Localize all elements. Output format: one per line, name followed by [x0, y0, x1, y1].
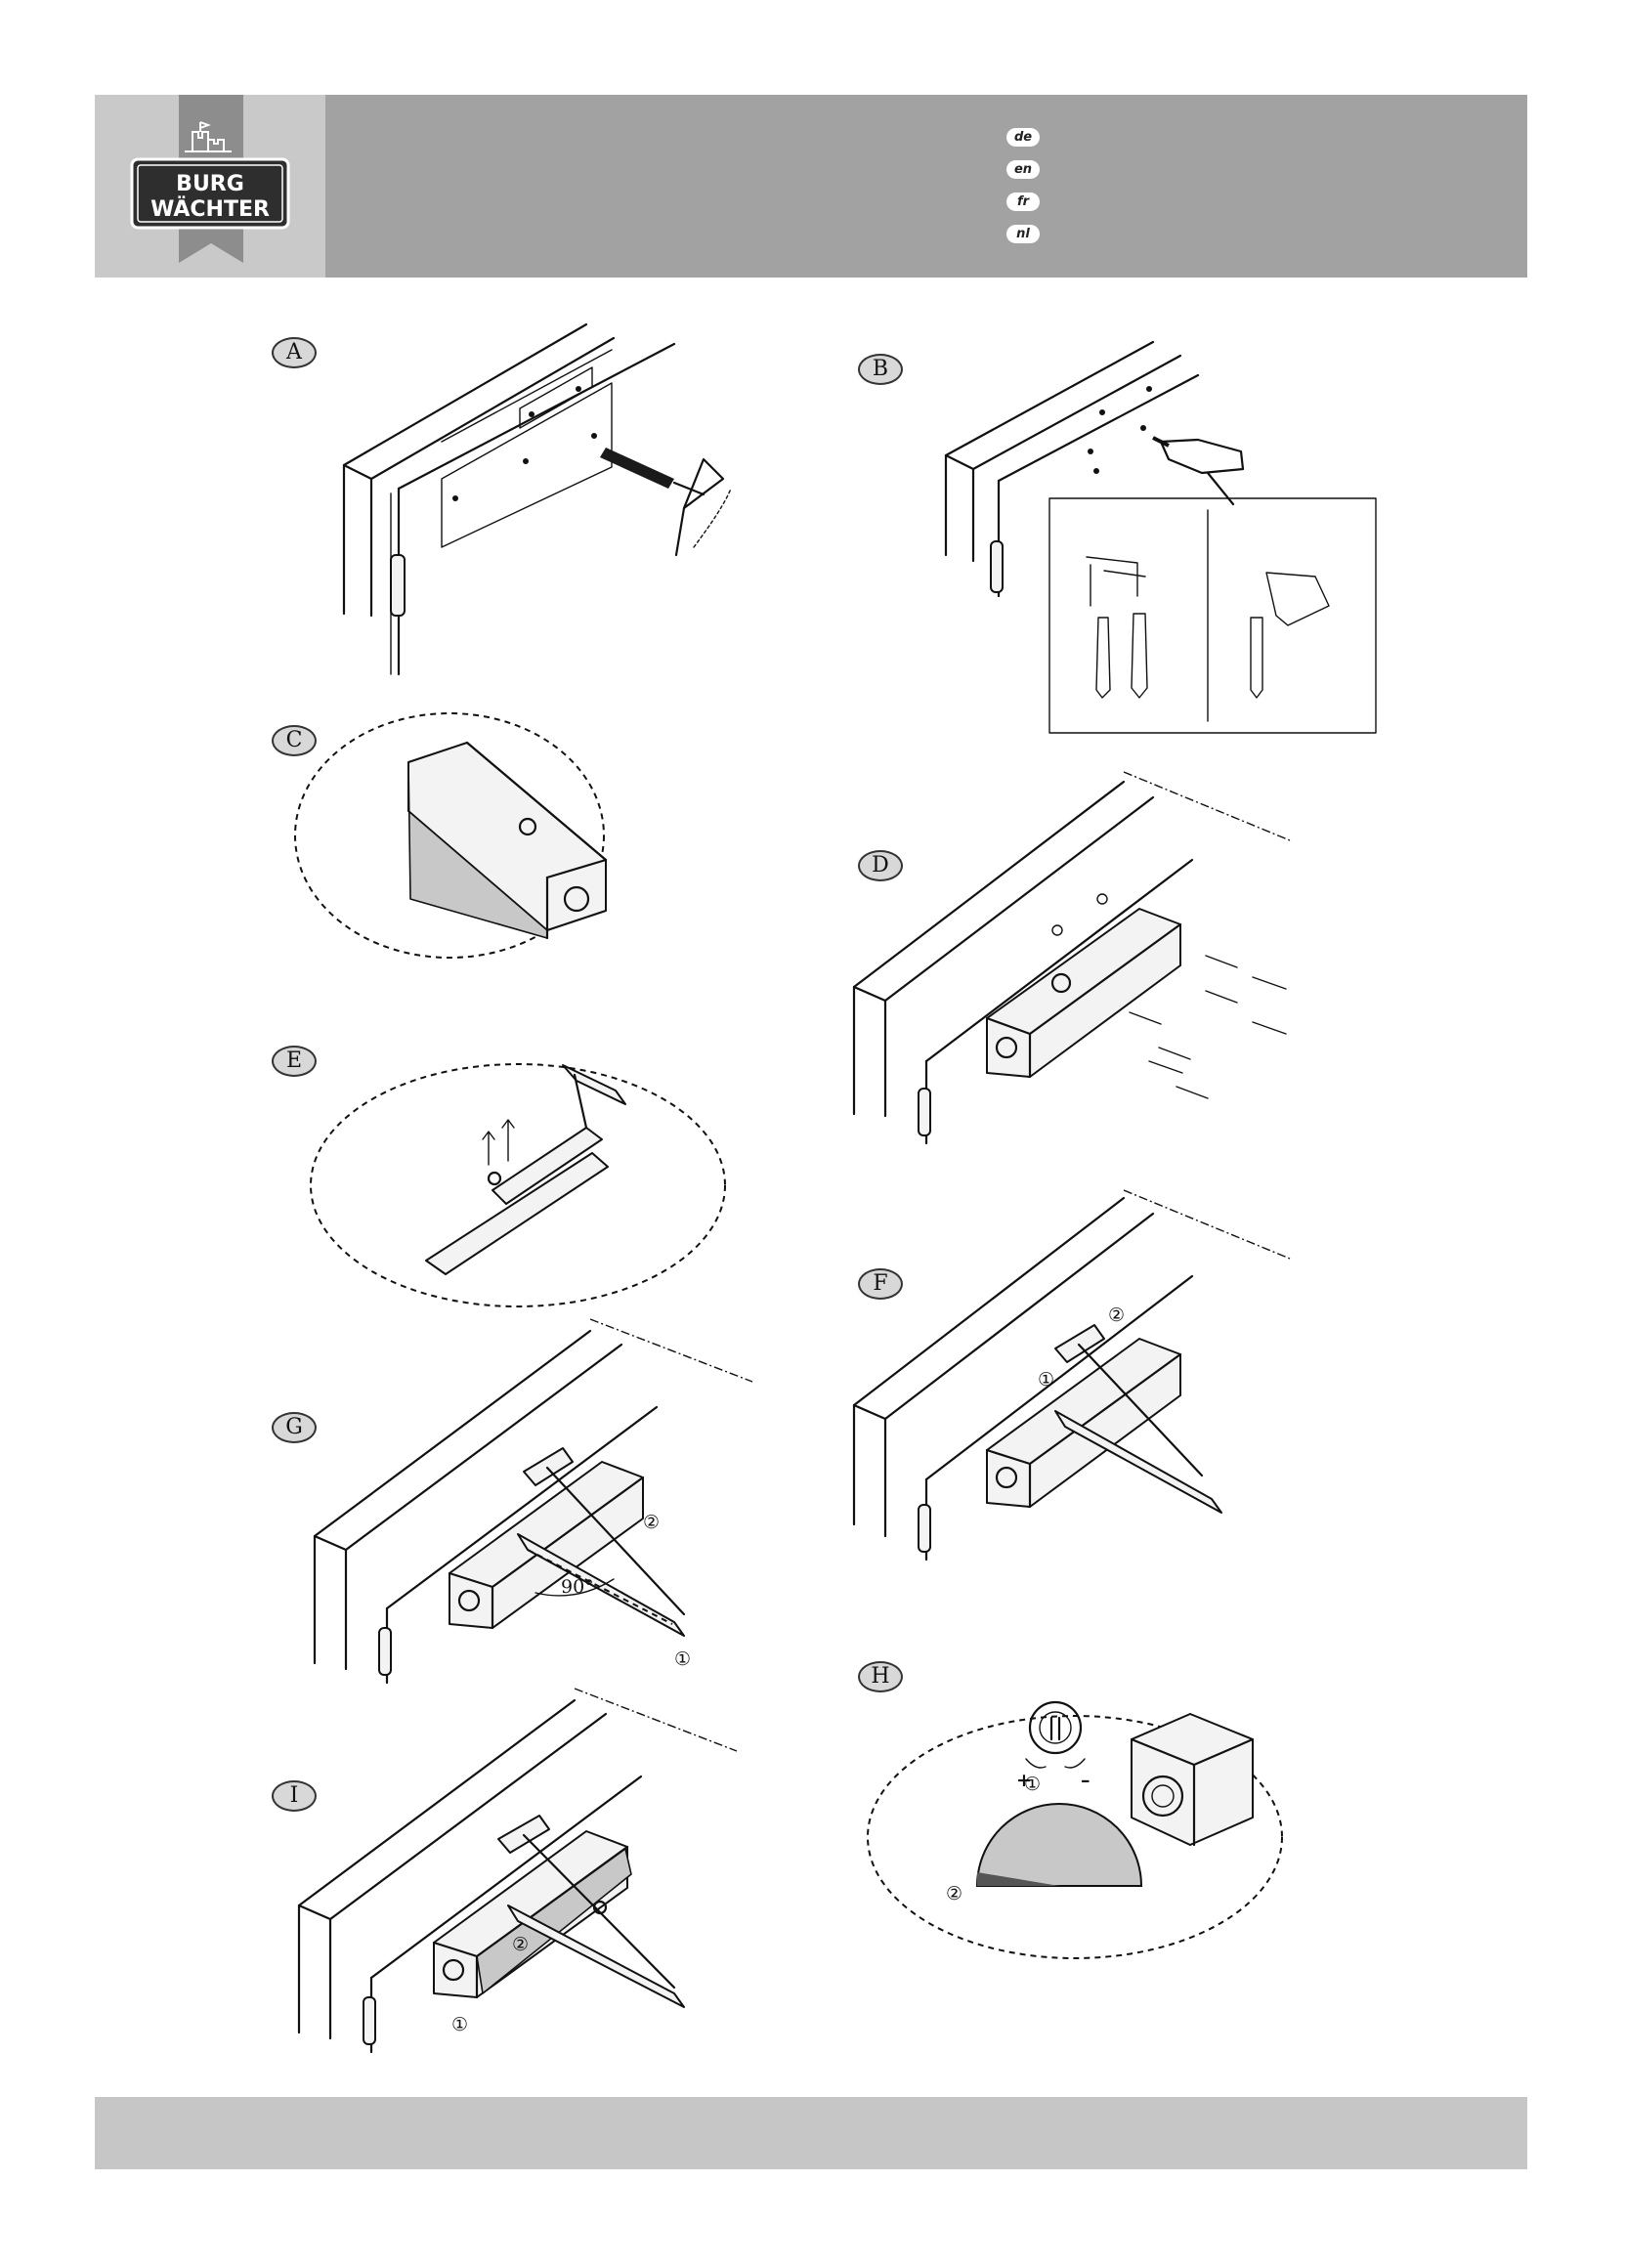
figure-i: ② ① — [299, 1689, 737, 2052]
figure-f: ① ② — [854, 1190, 1290, 1560]
callout-one-h: ① — [1024, 1774, 1041, 1795]
callout-two-i: ② — [512, 1934, 529, 1955]
figure-d — [854, 772, 1290, 1143]
figure-e — [311, 1064, 725, 1306]
callout-two-g: ② — [643, 1512, 660, 1533]
speed-semicircle — [977, 1804, 1141, 1886]
figure-a — [344, 324, 731, 674]
callout-one-i: ① — [451, 2014, 468, 2035]
callout-one-f: ① — [1038, 1369, 1054, 1391]
figure-c — [295, 713, 606, 958]
callout-one-g: ① — [674, 1648, 691, 1670]
figure-g: 90° ② ① — [315, 1319, 752, 1683]
angle-label: 90° — [561, 1576, 594, 1598]
callout-two-f: ② — [1108, 1305, 1125, 1326]
callout-two-h: ② — [946, 1883, 962, 1904]
minus-sign: – — [1081, 1770, 1090, 1791]
figure-h: + – ① ② — [868, 1702, 1282, 1958]
figure-b — [946, 342, 1376, 733]
